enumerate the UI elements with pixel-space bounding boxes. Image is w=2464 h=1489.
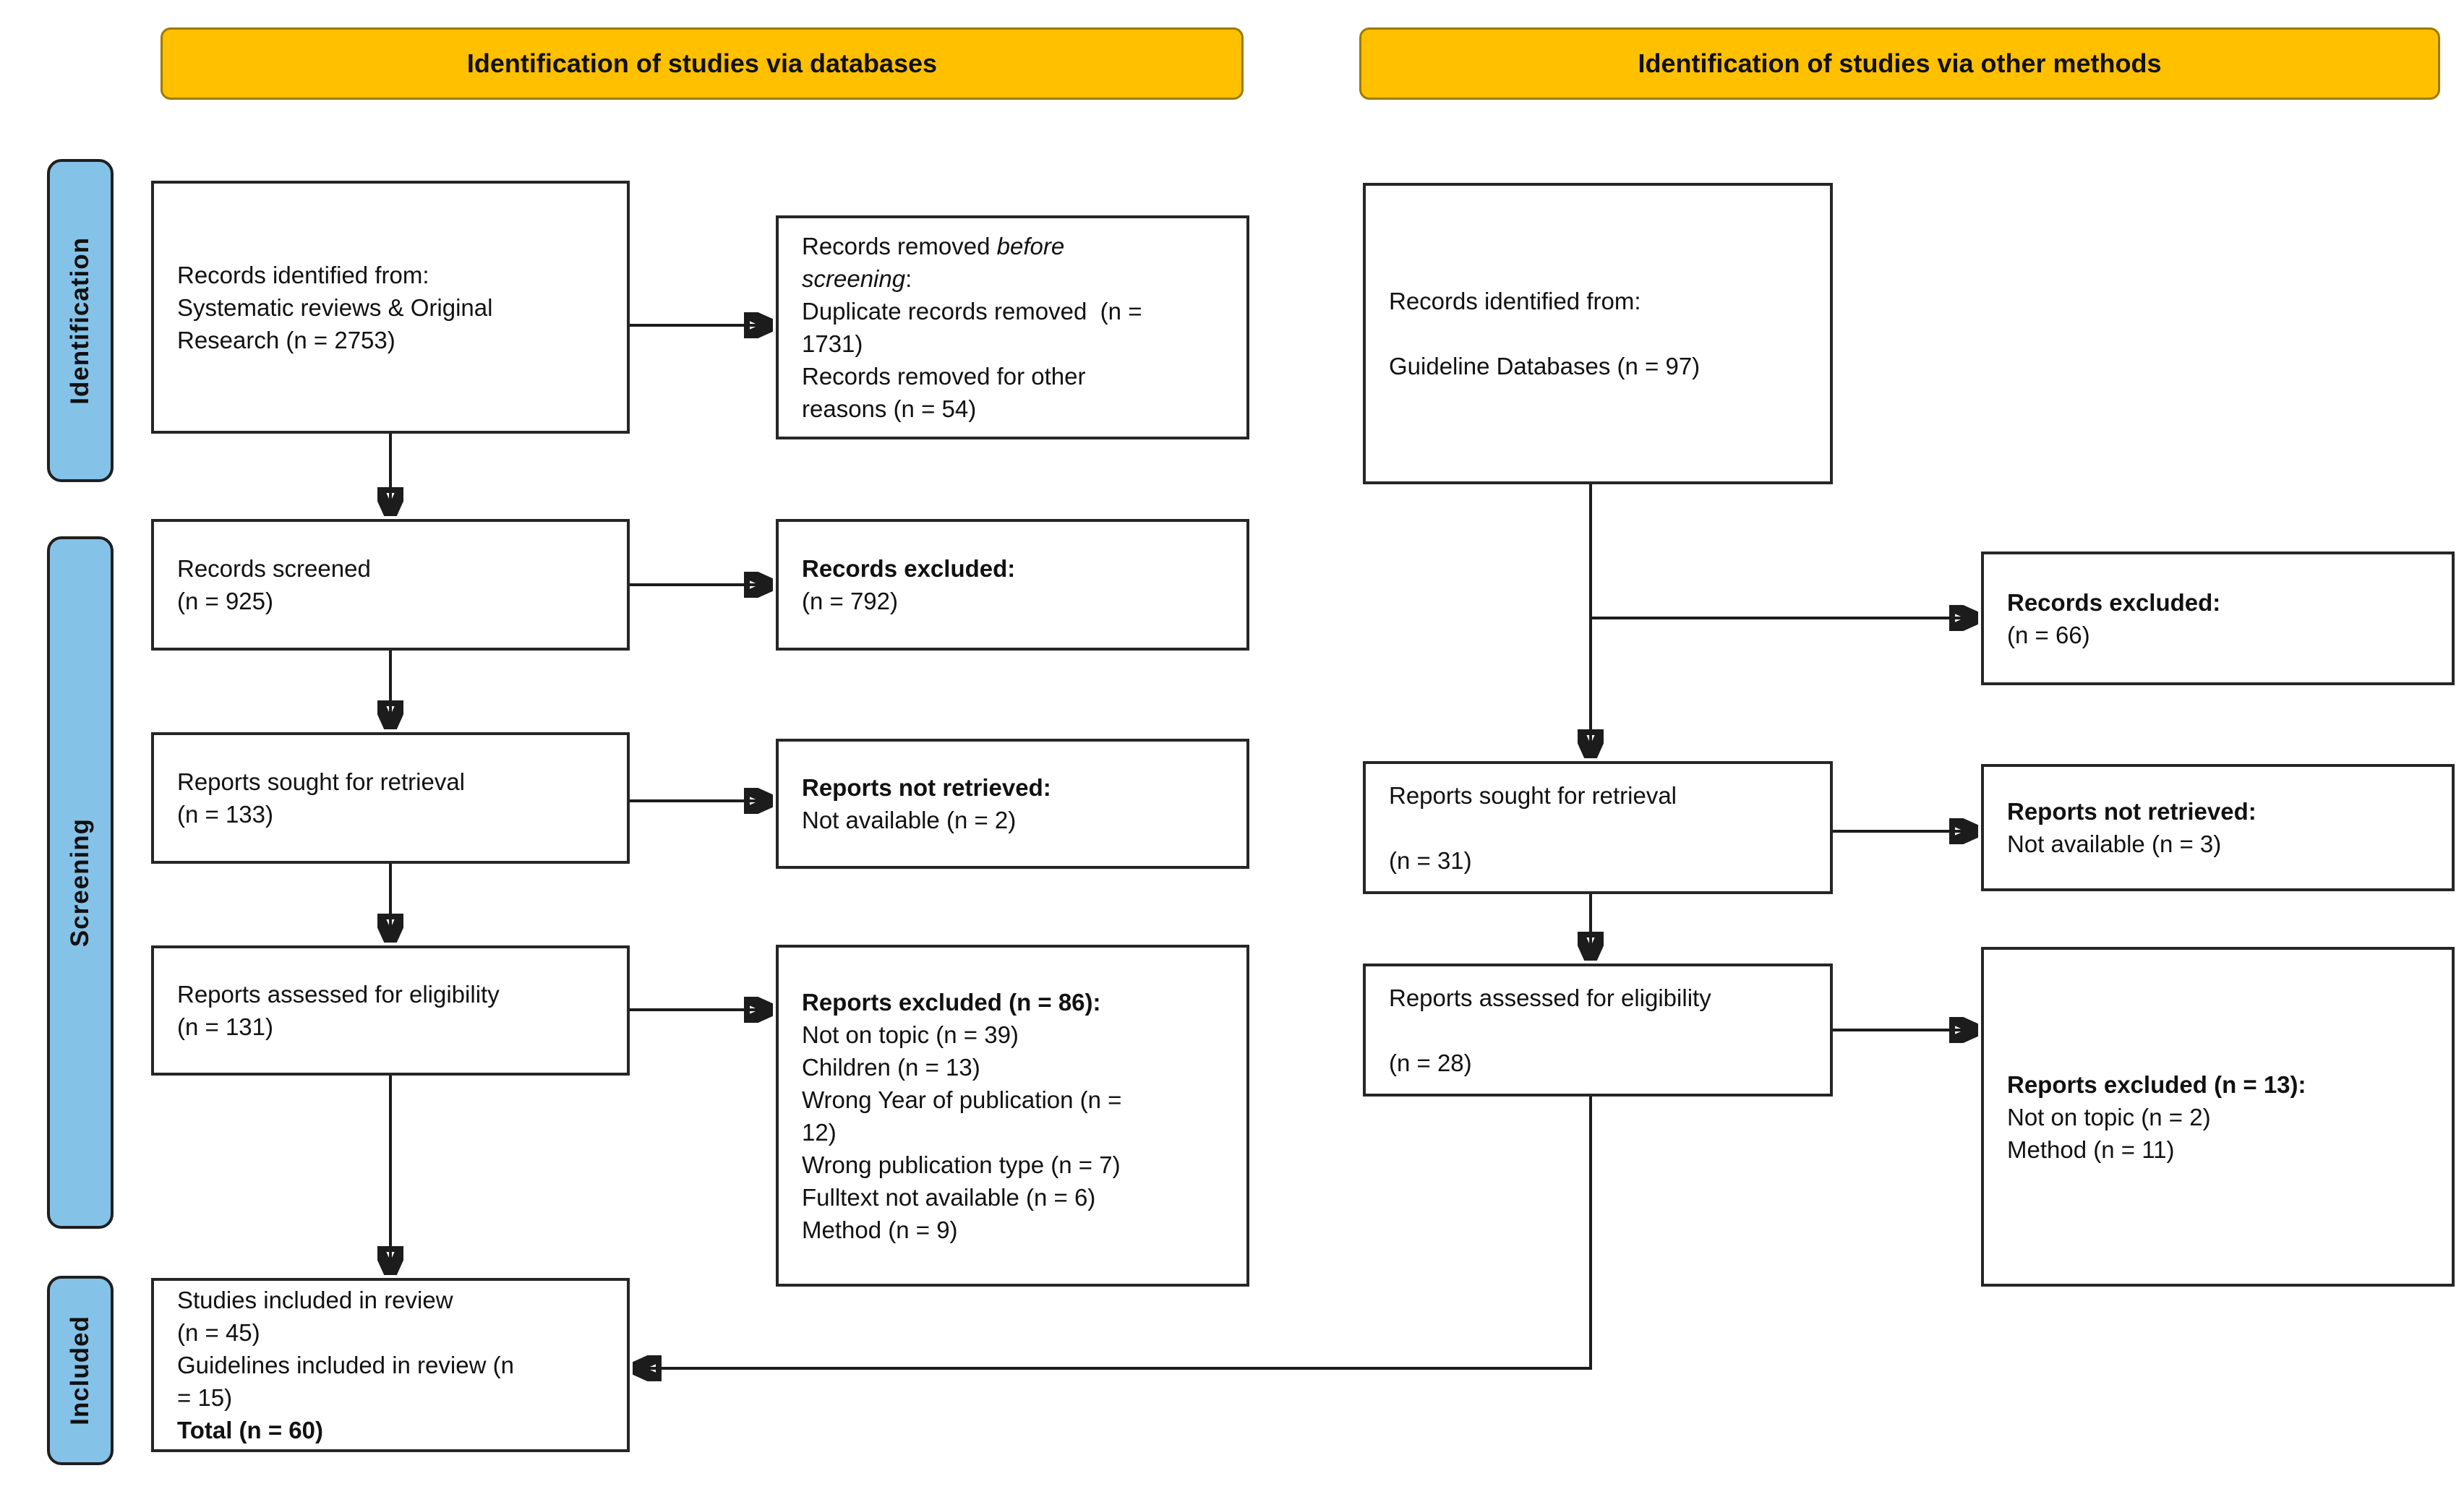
box-studies-included: Studies included in review (n = 45) Guidel… bbox=[151, 1278, 630, 1452]
box-text-line: Method (n = 11) bbox=[2007, 1136, 2175, 1163]
box-text-line: Records identified from: bbox=[1389, 288, 1641, 314]
box-text-line: = 15) bbox=[177, 1384, 233, 1411]
box-records-identified-other: Records identified from: Guideline Datab… bbox=[1363, 183, 1833, 484]
box-text-line: Total (n = 60) bbox=[177, 1417, 323, 1443]
stage-label-screening: Screening bbox=[47, 536, 114, 1229]
box-text-line: (n = 131) bbox=[177, 1013, 273, 1040]
box-text-line: Reports excluded (n = 13): bbox=[2007, 1070, 2306, 1098]
box-text-line: Children (n = 13) bbox=[802, 1053, 980, 1081]
box-text-line: Records removed before bbox=[802, 233, 1065, 259]
box-text-line: Not available (n = 3) bbox=[2007, 831, 2222, 857]
box-records-removed-before-screening: Records removed before screening: Duplicat… bbox=[776, 215, 1249, 439]
box-text-line: Guideline Databases (n = 97) bbox=[1389, 353, 1701, 379]
box-text-line: Studies included in review bbox=[177, 1287, 453, 1313]
box-records-screened: Records screened (n = 925) bbox=[151, 519, 630, 651]
box-text-line: 12) bbox=[802, 1118, 837, 1146]
box-text-line: (n = 792) bbox=[802, 588, 898, 614]
box-reports-not-retrieved-databases: Reports not retrieved: Not available (n =… bbox=[776, 739, 1249, 869]
box-text-line: Records excluded: bbox=[802, 555, 1016, 582]
stage-label-included: Included bbox=[47, 1276, 114, 1465]
box-text-line: (n = 31) bbox=[1389, 846, 1472, 874]
header-identification-via-databases: Identification of studies via databases bbox=[161, 27, 1244, 100]
box-text-line: Research (n = 2753) bbox=[177, 326, 395, 353]
box-text-line: Records identified from: bbox=[177, 261, 429, 288]
header-identification-via-other-methods: Identification of studies via other meth… bbox=[1359, 27, 2440, 100]
box-reports-sought-databases: Reports sought for retrieval (n = 133) bbox=[151, 732, 630, 864]
box-text-line: Not on topic (n = 39) bbox=[802, 1021, 1019, 1048]
header-label: Identification of studies via databases bbox=[466, 48, 938, 78]
box-text-line: Wrong publication type (n = 7) bbox=[802, 1151, 1121, 1178]
box-reports-excluded-databases: Reports excluded (n = 86): Not on topic (… bbox=[776, 945, 1249, 1287]
box-text-line: reasons (n = 54) bbox=[802, 395, 977, 422]
box-text-line bbox=[1389, 1014, 1395, 1047]
stage-label-text: Identification bbox=[66, 236, 94, 405]
box-text-line: 1731) bbox=[802, 330, 863, 357]
box-reports-assessed-databases: Reports assessed for eligibility (n = 131… bbox=[151, 945, 630, 1076]
box-text-line: Not on topic (n = 2) bbox=[2007, 1103, 2211, 1130]
box-reports-not-retrieved-other: Reports not retrieved: Not available (n =… bbox=[1981, 764, 2455, 891]
stage-label-identification: Identification bbox=[47, 159, 114, 482]
box-text-line bbox=[1389, 317, 1395, 350]
box-records-excluded-other: Records excluded: (n = 66) bbox=[1981, 552, 2455, 685]
box-text-line: Records excluded: bbox=[2007, 588, 2221, 616]
box-records-excluded-databases: Records excluded: (n = 792) bbox=[776, 519, 1249, 651]
box-text-line: (n = 66) bbox=[2007, 621, 2090, 648]
box-text-line: (n = 28) bbox=[1389, 1049, 1472, 1076]
stage-label-text: Included bbox=[66, 1316, 94, 1425]
box-text-line: (n = 925) bbox=[177, 588, 273, 614]
box-text-line: Not available (n = 2) bbox=[802, 807, 1017, 833]
box-text-line: (n = 45) bbox=[177, 1319, 260, 1346]
box-text-line: Wrong Year of publication (n = bbox=[802, 1086, 1122, 1113]
box-text-line: Reports sought for retrieval bbox=[1389, 781, 1677, 809]
box-text-line: Guidelines included in review (n bbox=[177, 1352, 514, 1378]
box-text-line: Reports sought for retrieval bbox=[177, 768, 466, 795]
stage-label-text: Screening bbox=[66, 818, 94, 948]
box-reports-excluded-other: Reports excluded (n = 13): Not on topic (… bbox=[1981, 947, 2455, 1287]
box-text-line: (n = 133) bbox=[177, 801, 273, 828]
box-reports-assessed-other: Reports assessed for eligibility (n = 28… bbox=[1363, 964, 1833, 1097]
box-text-line: Systematic reviews & Original bbox=[177, 293, 493, 321]
box-text-line: Reports assessed for eligibility bbox=[1389, 984, 1711, 1011]
box-text-line: Records screened bbox=[177, 555, 371, 582]
box-text-line: Records removed for other bbox=[802, 363, 1086, 390]
box-text-line: Reports not retrieved: bbox=[2007, 798, 2256, 825]
header-label: Identification of studies via other meth… bbox=[1638, 48, 2162, 78]
box-text-line: Reports excluded (n = 86): bbox=[802, 988, 1101, 1016]
box-text-line: screening: bbox=[802, 265, 912, 292]
box-reports-sought-other: Reports sought for retrieval (n = 31) bbox=[1363, 761, 1833, 894]
box-text-line: Method (n = 9) bbox=[802, 1216, 958, 1243]
box-text-line: Reports not retrieved: bbox=[802, 774, 1051, 801]
box-text-line: Fulltext not available (n = 6) bbox=[802, 1183, 1096, 1211]
box-text-line: Reports assessed for eligibility bbox=[177, 981, 500, 1008]
box-records-identified-databases: Records identified from: Systematic revie… bbox=[151, 181, 630, 434]
box-text-line: Duplicate records removed (n = bbox=[802, 298, 1142, 325]
box-text-line bbox=[1389, 812, 1395, 844]
